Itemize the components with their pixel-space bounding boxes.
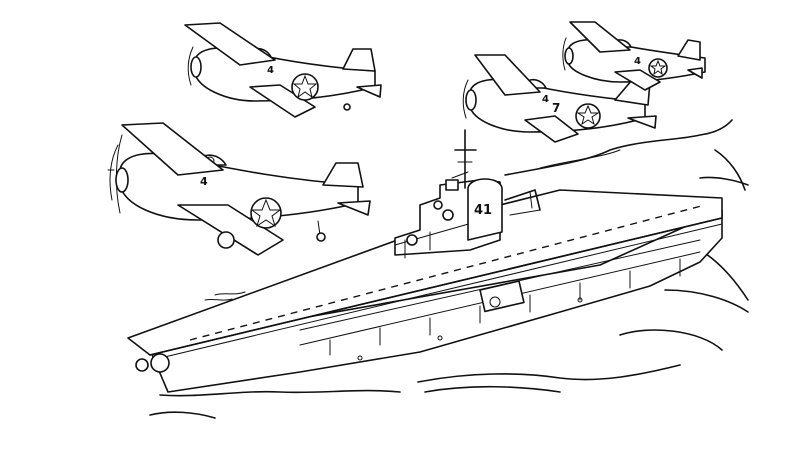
plane-marking-large: 4 — [200, 175, 208, 188]
hangar-bays — [299, 239, 701, 356]
aircraft-carrier: 41 — [127, 129, 723, 393]
sea-waves — [149, 119, 749, 419]
fighter-plane-far-right: 4 — [562, 21, 706, 91]
hull-number: 41 — [474, 203, 492, 218]
bow-capstan — [150, 353, 170, 373]
plane-marking-far-right: 4 — [634, 56, 641, 67]
plane-marking-seven: 7 — [552, 101, 560, 115]
plane-marking-middle-right: 4 — [542, 94, 549, 105]
fighter-plane-middle-right: 4 7 — [462, 54, 657, 143]
fighter-plane-large: 4 — [107, 122, 371, 256]
fighter-plane-top-left: 4 — [184, 22, 382, 118]
carrier-island: 41 — [394, 129, 541, 259]
plane-marking-top-left: 4 — [267, 65, 274, 76]
